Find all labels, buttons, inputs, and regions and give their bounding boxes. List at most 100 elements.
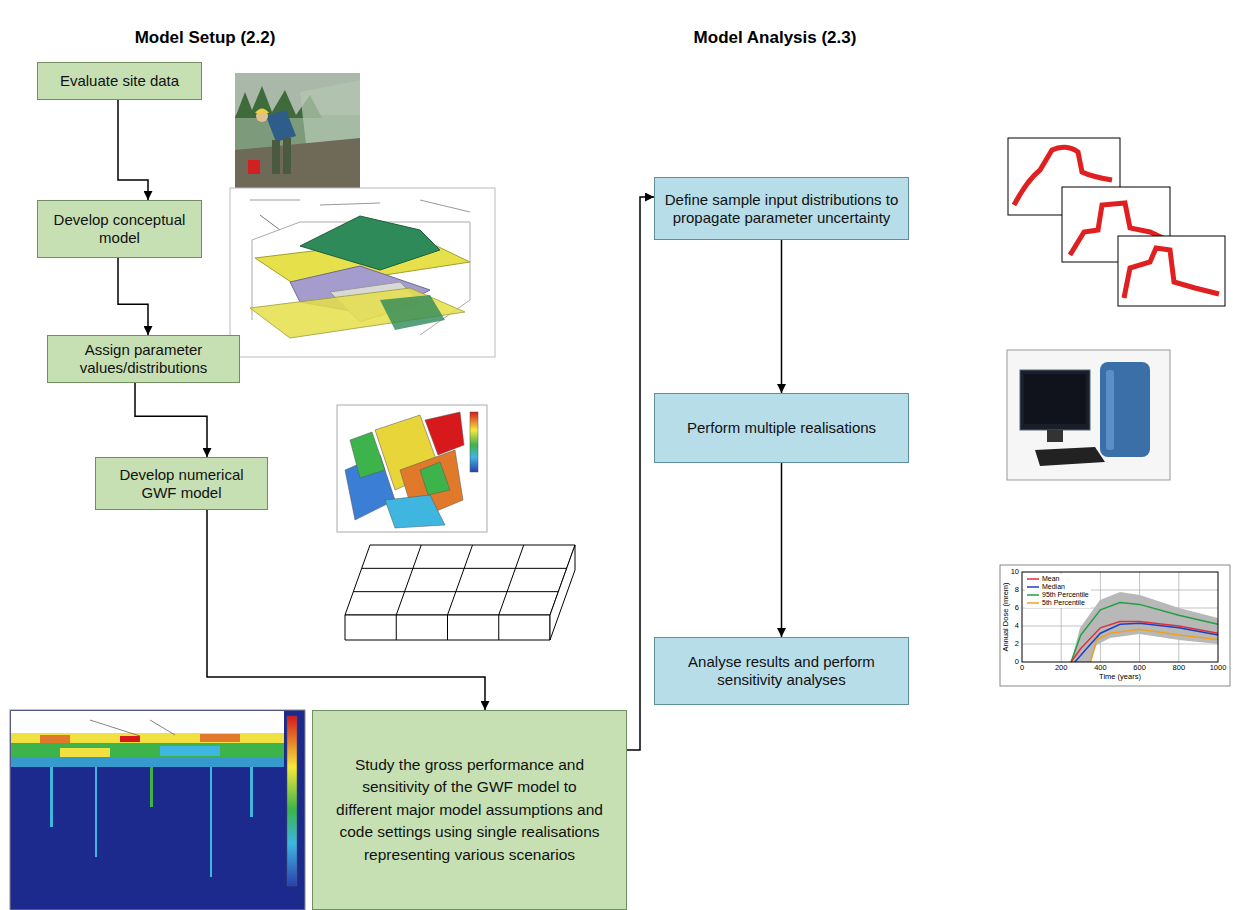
legend-line-sample: [1027, 600, 1039, 606]
model-grid: [396, 545, 421, 615]
cross-section-figure: [10, 710, 305, 910]
model-grid: [447, 615, 448, 640]
tick-label: 8: [1015, 586, 1019, 595]
tick-label: 1000: [1210, 664, 1227, 673]
flow-arrow: [207, 510, 485, 710]
box-label: Analyse results and perform sensitivity …: [665, 653, 898, 689]
model-grid: [550, 545, 575, 640]
dose-chart: [1075, 623, 1218, 662]
computer-picture: [1106, 370, 1114, 450]
process-box: Define sample input distributions to pro…: [654, 177, 909, 240]
cross-section-figure: [210, 767, 212, 877]
dose-chart: [1071, 622, 1218, 663]
box-label: Develop numerical GWF model: [108, 466, 255, 502]
section-heading: Model Setup (2.2): [135, 28, 276, 48]
conceptual-model-figure: [320, 203, 380, 205]
box-label: Evaluate site data: [60, 72, 179, 90]
legend-line-sample: [1027, 592, 1039, 598]
conceptual-model-figure: [420, 200, 470, 212]
cross-section-figure: [11, 757, 284, 767]
cross-section-figure: [11, 711, 284, 733]
legend-entry: 5th Percentile: [1027, 599, 1089, 607]
conceptual-model-figure: [380, 295, 445, 330]
flow-arrow: [781, 240, 783, 393]
legend-line-sample: [1027, 576, 1039, 582]
model-grid: [448, 545, 473, 615]
process-box: Develop conceptual model: [37, 200, 202, 258]
cross-section-figure: [250, 767, 253, 817]
tick-label: 400: [1094, 664, 1107, 673]
site-photo: [283, 138, 291, 174]
dose-chart: [1022, 644, 1218, 645]
legend-label: Mean: [1042, 575, 1060, 583]
process-box: Assign parameter values/distributions: [47, 335, 240, 383]
flow-arrow: [627, 197, 654, 750]
computer-picture: [1007, 350, 1170, 480]
axis-title: Annual Dose (mrem): [1002, 582, 1011, 651]
legend-line-sample: [1027, 594, 1039, 596]
model-grid: [498, 615, 499, 640]
conceptual-model-figure: [230, 188, 495, 357]
model-grid: [353, 591, 558, 592]
model-grid: [362, 568, 567, 569]
legend-line-sample: [1027, 602, 1039, 604]
computer-picture: [1035, 447, 1105, 466]
computer-picture: [1047, 430, 1063, 442]
legend-label: 95th Percentile: [1042, 591, 1089, 599]
cross-section-figure: [150, 767, 153, 807]
flow-arrow: [118, 100, 148, 200]
fracture-network-figure: [337, 405, 487, 532]
cross-section-figure: [40, 735, 70, 743]
cross-section-figure: [50, 767, 53, 827]
legend-entry: Median: [1027, 583, 1089, 591]
cross-section-figure: [200, 734, 240, 742]
computer-picture: [1007, 350, 1170, 480]
legend-line-sample: [1027, 584, 1039, 590]
cross-section-figure: [95, 767, 97, 857]
conceptual-model-figure: [260, 215, 280, 230]
fracture-network-figure: [470, 412, 478, 472]
legend-label: Median: [1042, 583, 1065, 591]
process-box: Study the gross performance and sensitiv…: [312, 710, 627, 910]
distribution-sketch: [1008, 138, 1225, 306]
tick-label: 0: [1020, 664, 1024, 673]
process-box: Analyse results and perform sensitivity …: [654, 637, 909, 705]
computer-picture: [1100, 362, 1150, 457]
dose-chart: [1022, 572, 1218, 662]
process-box: Evaluate site data: [37, 62, 202, 100]
cross-section-figure: [90, 720, 140, 736]
process-box: Perform multiple realisations: [654, 393, 909, 463]
dose-chart: [1091, 629, 1218, 662]
conceptual-model-figure: [300, 216, 440, 270]
site-photo: [235, 138, 360, 190]
tick-label: 200: [1055, 664, 1068, 673]
site-photo: [255, 109, 269, 114]
section-heading: Model Analysis (2.3): [694, 28, 857, 48]
cross-section-figure: [160, 746, 220, 756]
flow-arrow: [118, 258, 148, 335]
conceptual-model-figure: [250, 200, 300, 201]
box-label: Perform multiple realisations: [687, 419, 876, 437]
fracture-network-figure: [420, 462, 450, 495]
cross-section-figure: [10, 710, 305, 910]
legend-label: 5th Percentile: [1042, 599, 1085, 607]
model-grid: [396, 615, 397, 640]
tick-label: 4: [1015, 622, 1019, 631]
model-grid: [499, 545, 524, 615]
legend-entry: 95th Percentile: [1027, 591, 1089, 599]
fracture-network-figure: [350, 432, 385, 478]
conceptual-model-figure: [230, 188, 495, 357]
tick-label: 600: [1133, 664, 1146, 673]
site-photo: [272, 140, 280, 174]
distribution-sketch: [1118, 236, 1225, 306]
site-photo: [266, 110, 296, 142]
box-label: Develop conceptual model: [48, 211, 191, 247]
chart-legend: MeanMedian95th Percentile5th Percentile: [1025, 574, 1091, 608]
fracture-network-figure: [385, 495, 445, 528]
site-photo: [248, 160, 260, 174]
legend-entry: Mean: [1027, 575, 1089, 583]
cross-section-figure: [287, 716, 297, 886]
box-label: Assign parameter values/distributions: [56, 341, 231, 377]
tick-label: 6: [1015, 604, 1019, 613]
